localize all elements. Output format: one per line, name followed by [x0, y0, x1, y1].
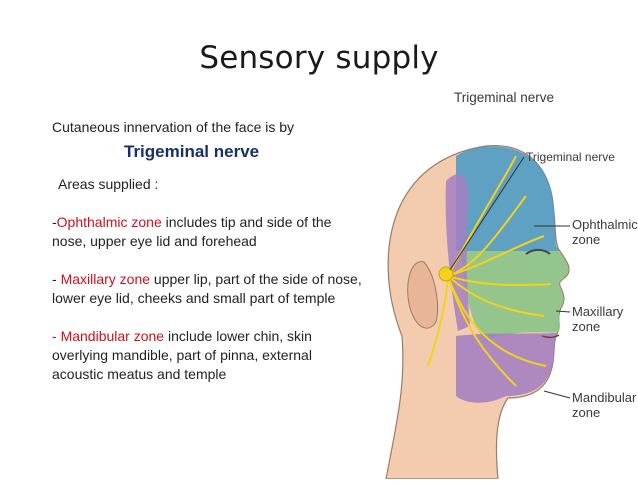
label-maxillary-line2: zone — [572, 319, 601, 334]
temple-purple-band — [445, 174, 470, 331]
mandibular-paragraph: - Mandibular zone include lower chin, sk… — [52, 327, 367, 384]
trigeminal-ganglion — [438, 266, 454, 282]
maxillary-zone-name: Maxillary zone — [60, 271, 151, 287]
label-maxillary-line1: Maxillary — [572, 304, 624, 319]
text-column: Cutaneous innervation of the face is by … — [52, 118, 367, 384]
nerve-branches — [427, 155, 552, 387]
slide-title: Sensory supply — [199, 40, 439, 76]
label-mandibular-line2: zone — [572, 405, 601, 420]
mandibular-zone-name: Mandibular zone — [60, 328, 165, 344]
lips — [541, 334, 560, 339]
zone-prefix: - — [52, 214, 57, 230]
maxillary-zone-text: upper lip, part of the side of nose, low… — [52, 271, 362, 306]
figure-title: Trigeminal nerve — [454, 90, 555, 105]
zone-prefix: - — [52, 271, 61, 287]
ophthalmic-zone-text: includes tip and side of the nose, upper… — [52, 214, 332, 249]
eye — [525, 248, 551, 255]
ophthalmic-paragraph: -Ophthalmic zone includes tip and side o… — [52, 213, 367, 251]
maxillary-area — [461, 251, 569, 341]
head-diagram — [385, 144, 571, 480]
mandibular-zone-text: include lower chin, skin overlying mandi… — [52, 328, 312, 382]
trigeminal-head-illustration: Trigeminal nerve Trigeminal nerve Ophtha… — [366, 86, 638, 480]
maxillary-paragraph: - Maxillary zone upper lip, part of the … — [52, 270, 367, 308]
nerve-name: Trigeminal nerve — [124, 142, 260, 161]
ophthalmic-zone-name: Ophthalmic zone — [56, 214, 162, 230]
label-trigeminal-nerve: Trigeminal nerve — [526, 150, 615, 164]
label-ophthalmic-line1: Ophthalmic — [572, 217, 638, 232]
label-mandibular-line1: Mandibular — [572, 390, 637, 405]
areas-label: Areas supplied : — [58, 176, 159, 192]
ear — [407, 261, 438, 329]
label-ophthalmic-line2: zone — [572, 232, 601, 247]
label-ophthalmic-zone: Ophthalmic zone — [572, 217, 638, 247]
intro-text: Cutaneous innervation of the face is by — [52, 119, 295, 135]
label-maxillary-zone: Maxillary zone — [572, 304, 623, 334]
label-mandibular-zone: Mandibular zone — [572, 390, 636, 420]
leader-lines — [449, 156, 571, 399]
zone-prefix: - — [52, 328, 61, 344]
